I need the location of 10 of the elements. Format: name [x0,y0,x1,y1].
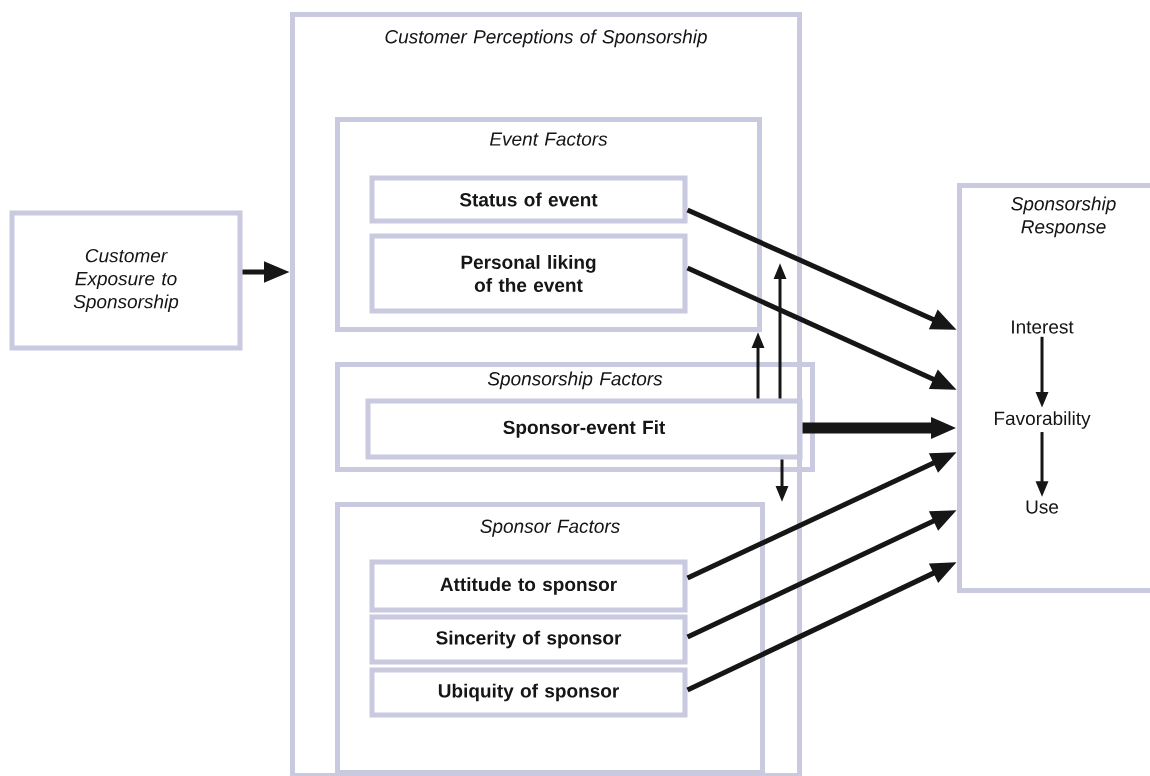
factor-box: Sponsor-event Fit [365,398,803,460]
stage-label: Interest [1012,320,1074,334]
stage-label: Favorability [995,411,1091,429]
factor-box: Personal liking of the event [369,233,688,314]
factor-box: Ubiquity of sponsor [369,667,688,718]
factor-box: Attitude to sponsor [369,559,688,613]
factor-box: Sincerity of sponsor [369,614,688,665]
stage-label: Use [1026,500,1059,514]
process-box: Customer Exposure to Sponsorship [9,210,243,351]
factor-box: Status of event [369,175,688,224]
